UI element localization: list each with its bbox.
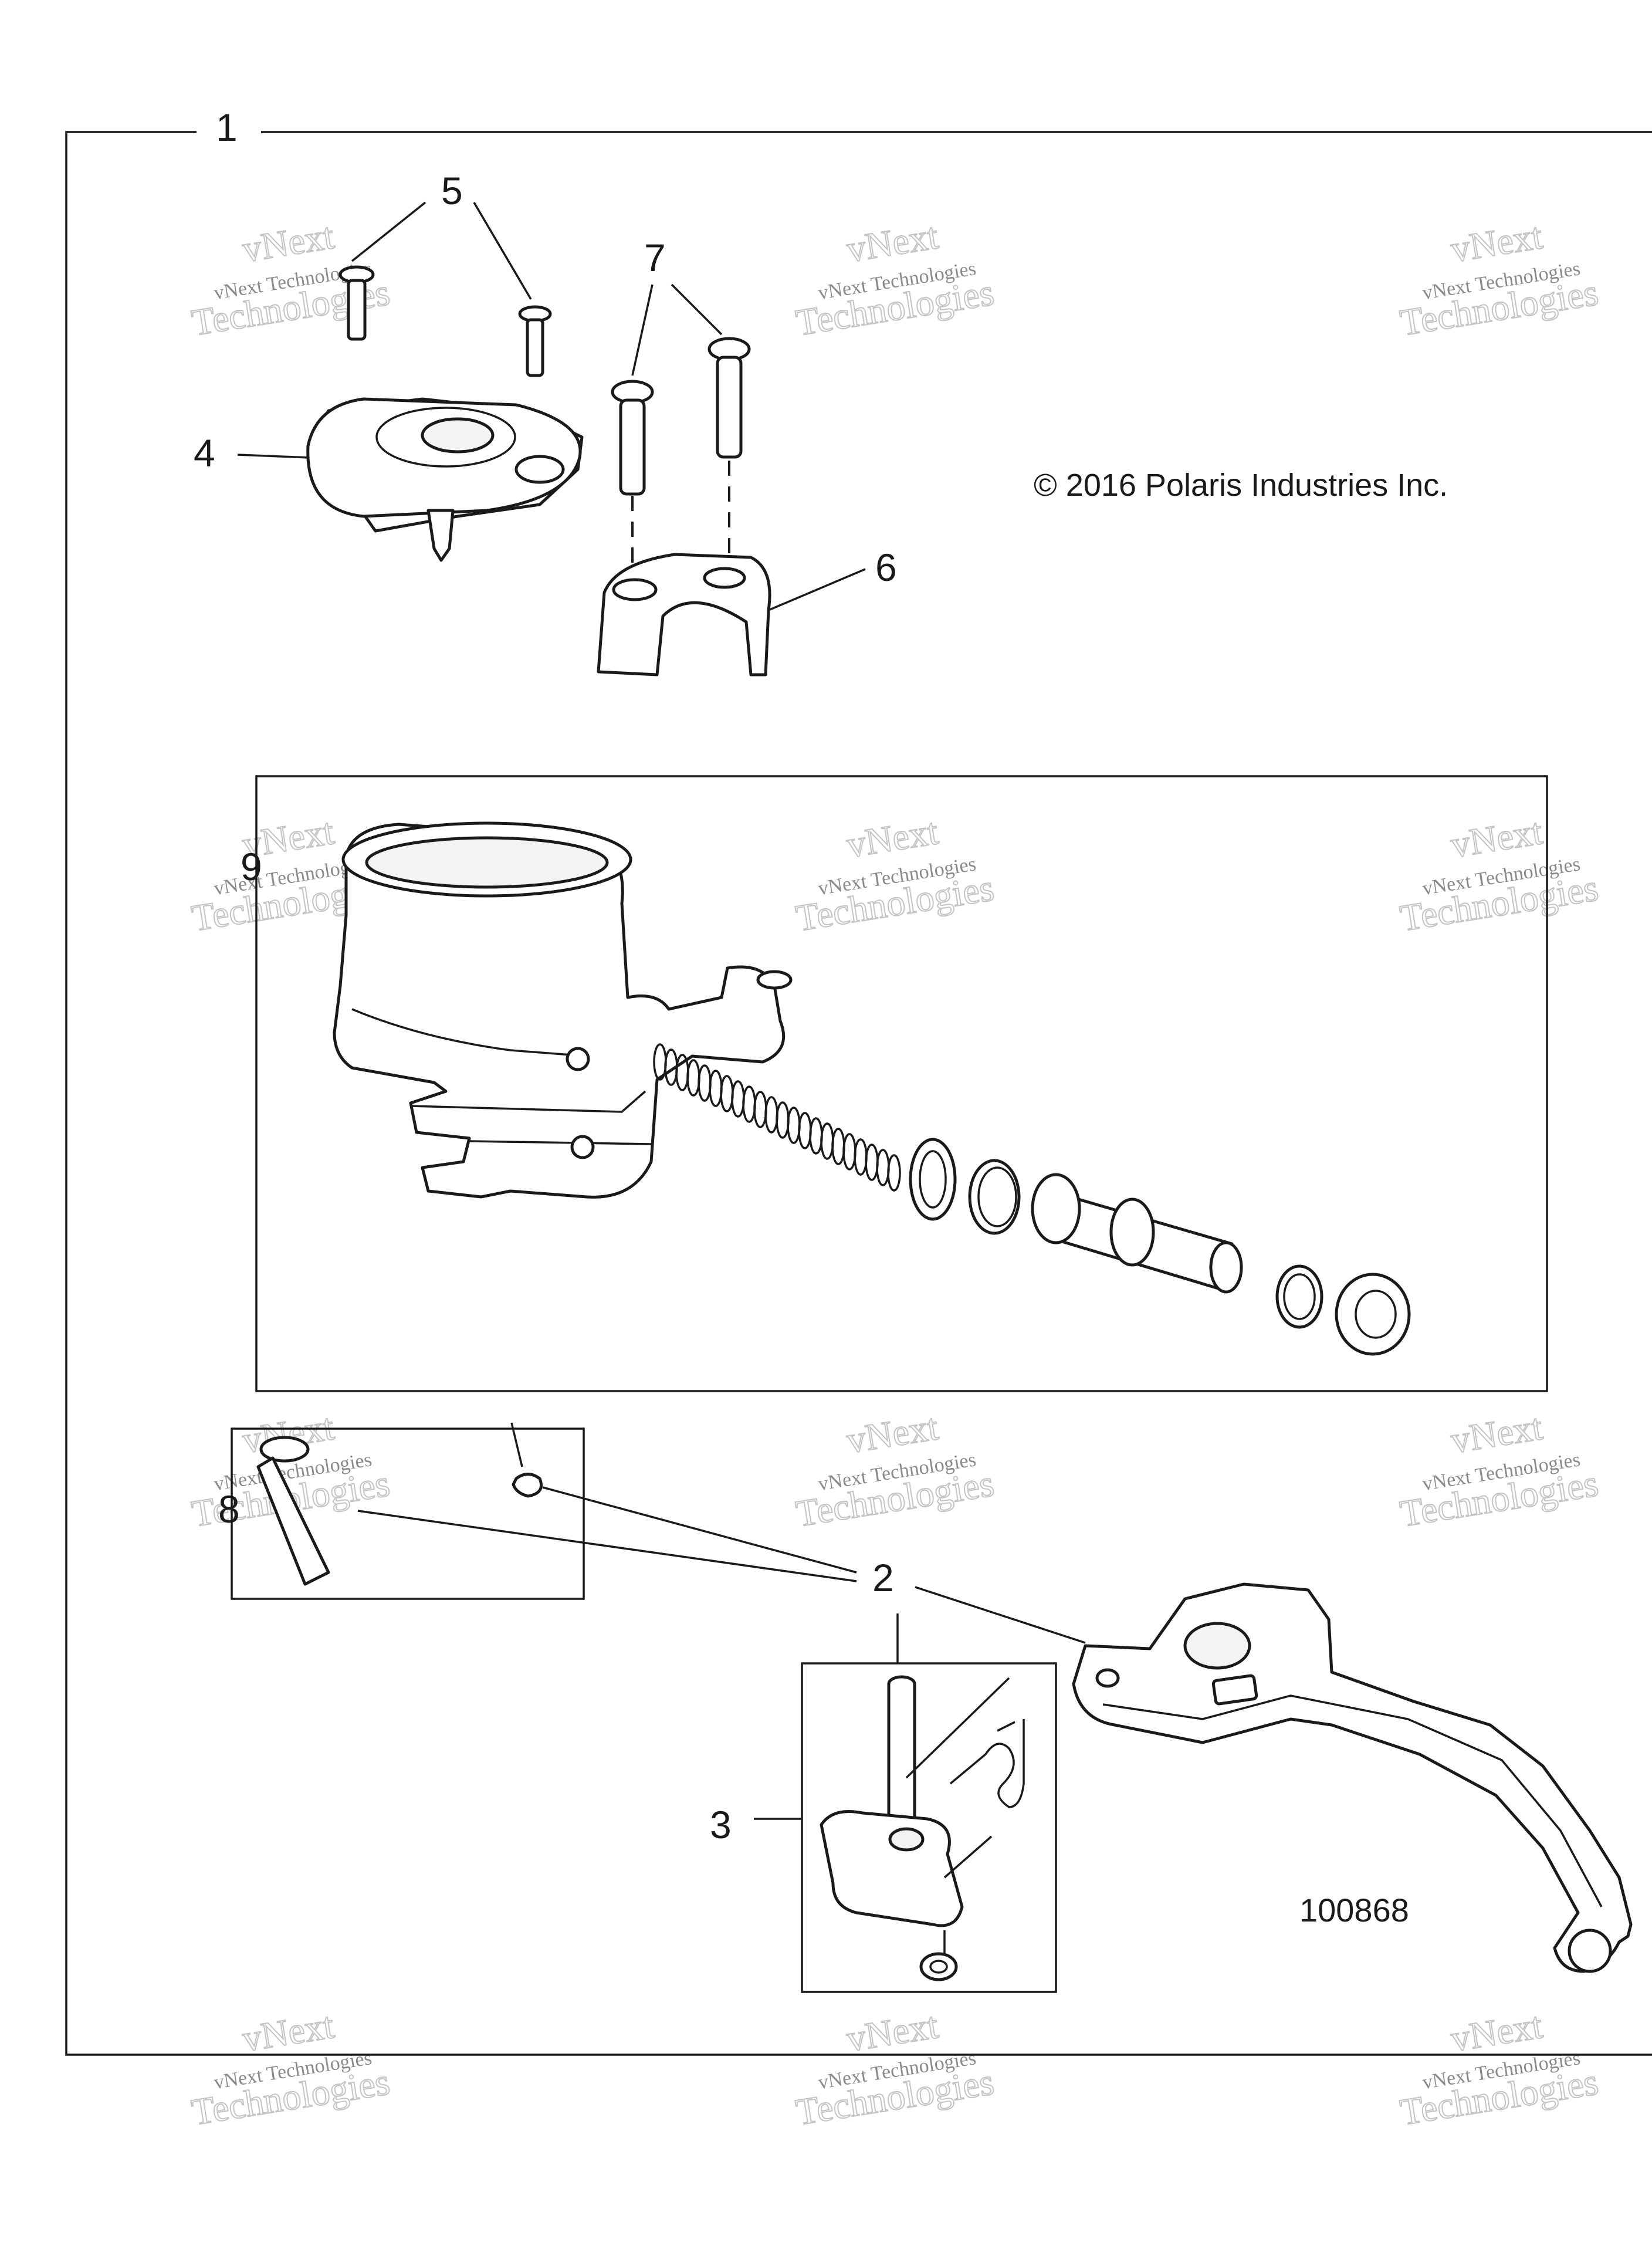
leader-5a: [351, 201, 426, 262]
callout-8: 8: [218, 1487, 240, 1531]
handlebar-clamp: [597, 553, 771, 676]
piston-spring: [653, 1043, 901, 1192]
reservoir-cover: [306, 397, 584, 562]
primary-seal: [909, 1138, 957, 1221]
spring-coil: [876, 1149, 890, 1186]
leader-7a: [631, 284, 654, 376]
clamp-screw-right: [707, 337, 751, 459]
spring-coil: [764, 1096, 778, 1134]
watermark-vnext: vNext: [1448, 1406, 1545, 1462]
piston: [1031, 1173, 1243, 1294]
clamp-screw-left: [611, 380, 654, 496]
watermark-vnext: vNext: [1448, 2004, 1545, 2060]
watermark-vnext: vNext: [844, 215, 941, 270]
cover-screw-right: [518, 305, 552, 377]
spring-coil: [809, 1117, 823, 1155]
spring-coil: [731, 1080, 745, 1118]
brake-lever: [1072, 1582, 1633, 1973]
callout-4: 4: [194, 431, 215, 475]
adjuster-pin-line: [905, 1677, 1010, 1779]
spring-coil: [753, 1091, 767, 1128]
callout-7: 7: [644, 236, 666, 279]
spring-coil: [698, 1064, 712, 1102]
assembly-frame: [65, 131, 1652, 2056]
watermark-vnext: vNext: [844, 2004, 941, 2060]
adjuster-washer: [919, 1952, 958, 1981]
spring-coil: [709, 1070, 723, 1107]
spring-coil: [820, 1122, 834, 1160]
watermark-vnext: vNext: [1448, 810, 1545, 866]
return-spring: [949, 1719, 1025, 1808]
spring-coil: [686, 1059, 700, 1097]
callout-2: 2: [872, 1556, 894, 1599]
master-cylinder-body: [333, 821, 793, 1199]
adjuster-pin: [887, 1675, 916, 1832]
piston-retainer: [1335, 1273, 1411, 1356]
adjuster-block: [820, 1810, 964, 1927]
spring-coil: [854, 1138, 868, 1176]
leader-4: [237, 454, 310, 459]
watermark-vnext: vNext: [844, 1406, 941, 1462]
pivot-circlip: [512, 1473, 543, 1498]
spring-coil: [798, 1112, 812, 1149]
pivot-bolt: [256, 1436, 330, 1586]
pivot-bolt-frame: [231, 1427, 585, 1600]
callout-5: 5: [441, 169, 463, 212]
leader-6: [768, 568, 866, 611]
leader-7b: [671, 283, 723, 336]
spring-coil: [787, 1107, 801, 1144]
spring-coil: [776, 1101, 790, 1139]
washer-line-2: [943, 1835, 993, 1879]
callout-1: 1: [216, 106, 238, 149]
figure-number: 100868: [1299, 1892, 1409, 1929]
spring-coil: [720, 1075, 734, 1112]
callout-3: 3: [710, 1803, 732, 1846]
o-ring: [968, 1159, 1021, 1235]
spring-coil: [831, 1128, 845, 1165]
spring-coil: [842, 1133, 857, 1171]
circlip-line: [510, 1422, 523, 1467]
cover-screw-left: [338, 265, 375, 341]
secondary-seal: [1275, 1264, 1323, 1329]
spring-coil: [865, 1144, 879, 1181]
leader-2c: [915, 1586, 1086, 1644]
spring-coil: [887, 1154, 901, 1192]
callout-9: 9: [241, 845, 262, 888]
spring-coil: [742, 1085, 756, 1123]
watermark-vnext: vNext: [239, 215, 337, 270]
copyright-text: © 2016 Polaris Industries Inc.: [1034, 468, 1448, 503]
callout-6: 6: [875, 546, 897, 589]
watermark-vnext: vNext: [239, 2004, 337, 2060]
watermark-vnext: vNext: [1448, 215, 1545, 270]
leader-5b: [473, 202, 532, 300]
adjuster-frame: [801, 1662, 1057, 1993]
master-cylinder-frame: [255, 775, 1548, 1392]
leader-2b: [542, 1486, 857, 1574]
leader-2a: [357, 1510, 857, 1582]
watermark-vnext: vNext: [844, 810, 941, 866]
